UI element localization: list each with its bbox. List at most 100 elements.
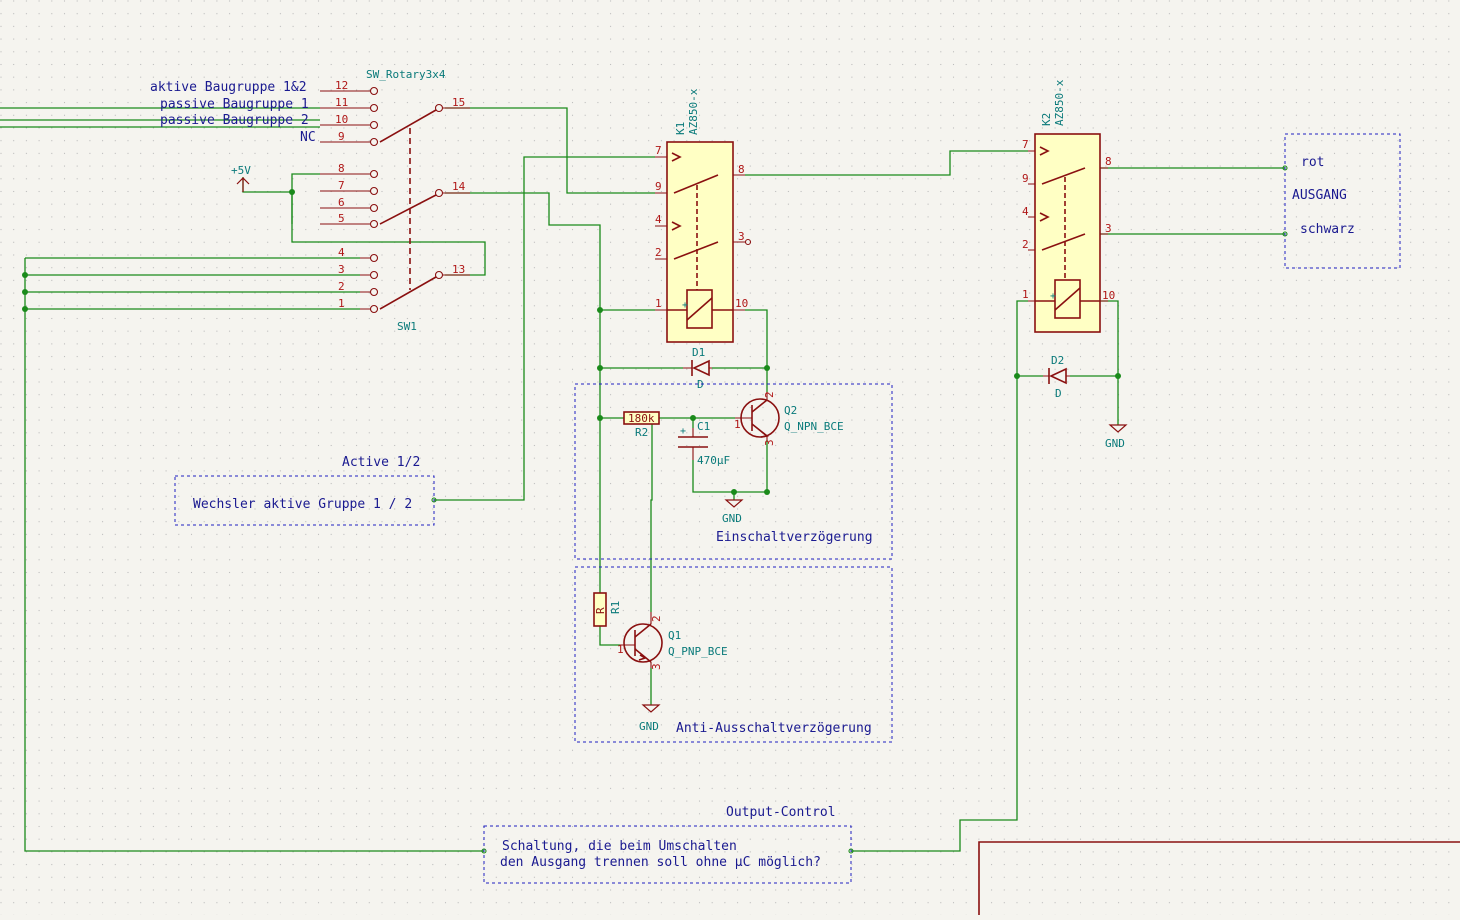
- svg-text:GND: GND: [722, 512, 742, 525]
- anti-block: [574, 566, 893, 743]
- switch-pin-13: 13: [452, 263, 465, 276]
- active-sheet: Active 1/2 Wechsler aktive Gruppe 1 / 2: [174, 455, 437, 526]
- switch-pin-5: 5: [338, 212, 345, 225]
- relay-k2: 7 9 4 2 1 8 3 10 + K2 AZ850-x: [1022, 79, 1115, 333]
- switch-pin-9: 9: [338, 130, 345, 143]
- switch-pin-15: 15: [452, 96, 465, 109]
- switch-pin-2: 2: [338, 280, 345, 293]
- k1-ref: K1: [674, 122, 687, 135]
- rotary-switch: aktive Baugruppe 1&2 passive Baugruppe 1…: [150, 68, 470, 333]
- switch-input-4-label: NC: [300, 130, 316, 145]
- svg-text:9: 9: [655, 180, 662, 193]
- switch-pin-14: 14: [452, 180, 466, 193]
- k2-value: AZ850-x: [1053, 79, 1066, 126]
- svg-text:+: +: [682, 300, 688, 311]
- d2-ref: D2: [1051, 354, 1064, 367]
- switch-pin-3: 3: [338, 263, 345, 276]
- output-control-title: Output-Control: [726, 805, 836, 820]
- svg-text:3: 3: [1105, 222, 1112, 235]
- switch-pin-12: 12: [335, 79, 348, 92]
- svg-text:10: 10: [1102, 289, 1115, 302]
- svg-text:4: 4: [655, 213, 662, 226]
- active-sheet-body: Wechsler aktive Gruppe 1 / 2: [193, 497, 412, 512]
- svg-text:10: 10: [735, 297, 748, 310]
- switch-pin-8: 8: [338, 162, 345, 175]
- resistor-r1: R R1: [593, 592, 622, 627]
- r2-value: 180k: [628, 412, 655, 425]
- einschalt-block: [574, 383, 893, 560]
- switch-value: SW_Rotary3x4: [366, 68, 446, 81]
- output-control-line1: Schaltung, die beim Umschalten: [502, 839, 737, 854]
- relay-k1: 7 9 4 2 1 8 3 10 + K1 AZ850-x: [655, 88, 752, 343]
- c1-ref: C1: [697, 420, 710, 433]
- gnd-symbol-q1: GND: [639, 704, 661, 733]
- svg-text:GND: GND: [639, 720, 659, 733]
- q1-ref: Q1: [668, 629, 681, 642]
- svg-text:8: 8: [1105, 155, 1112, 168]
- d1-ref: D1: [692, 346, 705, 359]
- svg-text:3: 3: [763, 439, 776, 446]
- svg-text:2: 2: [655, 246, 662, 259]
- r2-ref: R2: [635, 426, 648, 439]
- gnd-symbol-k2: GND: [1105, 424, 1128, 450]
- gnd-symbol-c1: GND: [722, 499, 744, 525]
- d2-value: D: [1055, 387, 1062, 400]
- power-symbol: +5V: [231, 164, 251, 192]
- switch-pin-7: 7: [338, 179, 345, 192]
- svg-text:4: 4: [1022, 205, 1029, 218]
- diode-d1: D1 D: [683, 346, 712, 391]
- q2-ref: Q2: [784, 404, 797, 417]
- switch-pin-11: 11: [335, 96, 348, 109]
- junctions: [22, 189, 1121, 495]
- svg-text:+: +: [680, 426, 686, 437]
- d1-value: D: [697, 378, 704, 391]
- svg-text:8: 8: [738, 163, 745, 176]
- k1-value: AZ850-x: [687, 88, 700, 135]
- ausgang-schwarz: schwarz: [1300, 222, 1355, 237]
- svg-text:GND: GND: [1105, 437, 1125, 450]
- output-control-sheet: Output-Control Schaltung, die beim Umsch…: [481, 805, 854, 884]
- switch-input-3-label: passive Baugruppe 2: [160, 113, 309, 128]
- q2-value: Q_NPN_BCE: [784, 420, 844, 433]
- switch-pin-6: 6: [338, 196, 345, 209]
- svg-text:1: 1: [617, 643, 624, 656]
- svg-text:2: 2: [763, 391, 776, 398]
- capacitor-c1: + C1 470µF: [678, 420, 730, 467]
- svg-text:1: 1: [655, 297, 662, 310]
- ausgang-title: AUSGANG: [1292, 188, 1347, 203]
- c1-value: 470µF: [697, 454, 730, 467]
- switch-ref: SW1: [397, 320, 417, 333]
- svg-text:3: 3: [738, 230, 745, 243]
- output-control-line2: den Ausgang trennen soll ohne µC möglich…: [500, 855, 821, 870]
- switch-input-1-label: aktive Baugruppe 1&2: [150, 80, 307, 95]
- active-sheet-title: Active 1/2: [342, 455, 420, 470]
- ausgang-sheet: rot AUSGANG schwarz: [1282, 133, 1401, 269]
- ausgang-rot: rot: [1301, 155, 1324, 170]
- switch-pin-1: 1: [338, 297, 345, 310]
- svg-text:1: 1: [734, 418, 741, 431]
- r1-value: R: [594, 607, 607, 614]
- svg-text:2: 2: [1022, 238, 1029, 251]
- svg-text:7: 7: [1022, 138, 1029, 151]
- svg-text:+: +: [1050, 291, 1056, 302]
- r1-ref: R1: [609, 601, 622, 614]
- title-block-border: [978, 841, 1460, 915]
- anti-label: Anti-Ausschaltverzögerung: [676, 721, 872, 736]
- k2-ref: K2: [1040, 113, 1053, 126]
- wires: [0, 107, 1285, 852]
- power-label: +5V: [231, 164, 251, 177]
- switch-pin-10: 10: [335, 113, 348, 126]
- q1-value: Q_PNP_BCE: [668, 645, 728, 658]
- svg-text:9: 9: [1022, 172, 1029, 185]
- switch-input-2-label: passive Baugruppe 1: [160, 97, 309, 112]
- svg-text:1: 1: [1022, 288, 1029, 301]
- transistor-q2: 1 2 3 Q2 Q_NPN_BCE: [734, 391, 844, 446]
- svg-text:3: 3: [650, 663, 663, 670]
- switch-pin-4: 4: [338, 246, 345, 259]
- diode-d2: D2 D: [1043, 354, 1070, 400]
- svg-text:7: 7: [655, 144, 662, 157]
- svg-text:2: 2: [650, 615, 663, 622]
- transistor-q1: 1 2 3 Q1 Q_PNP_BCE: [617, 612, 728, 670]
